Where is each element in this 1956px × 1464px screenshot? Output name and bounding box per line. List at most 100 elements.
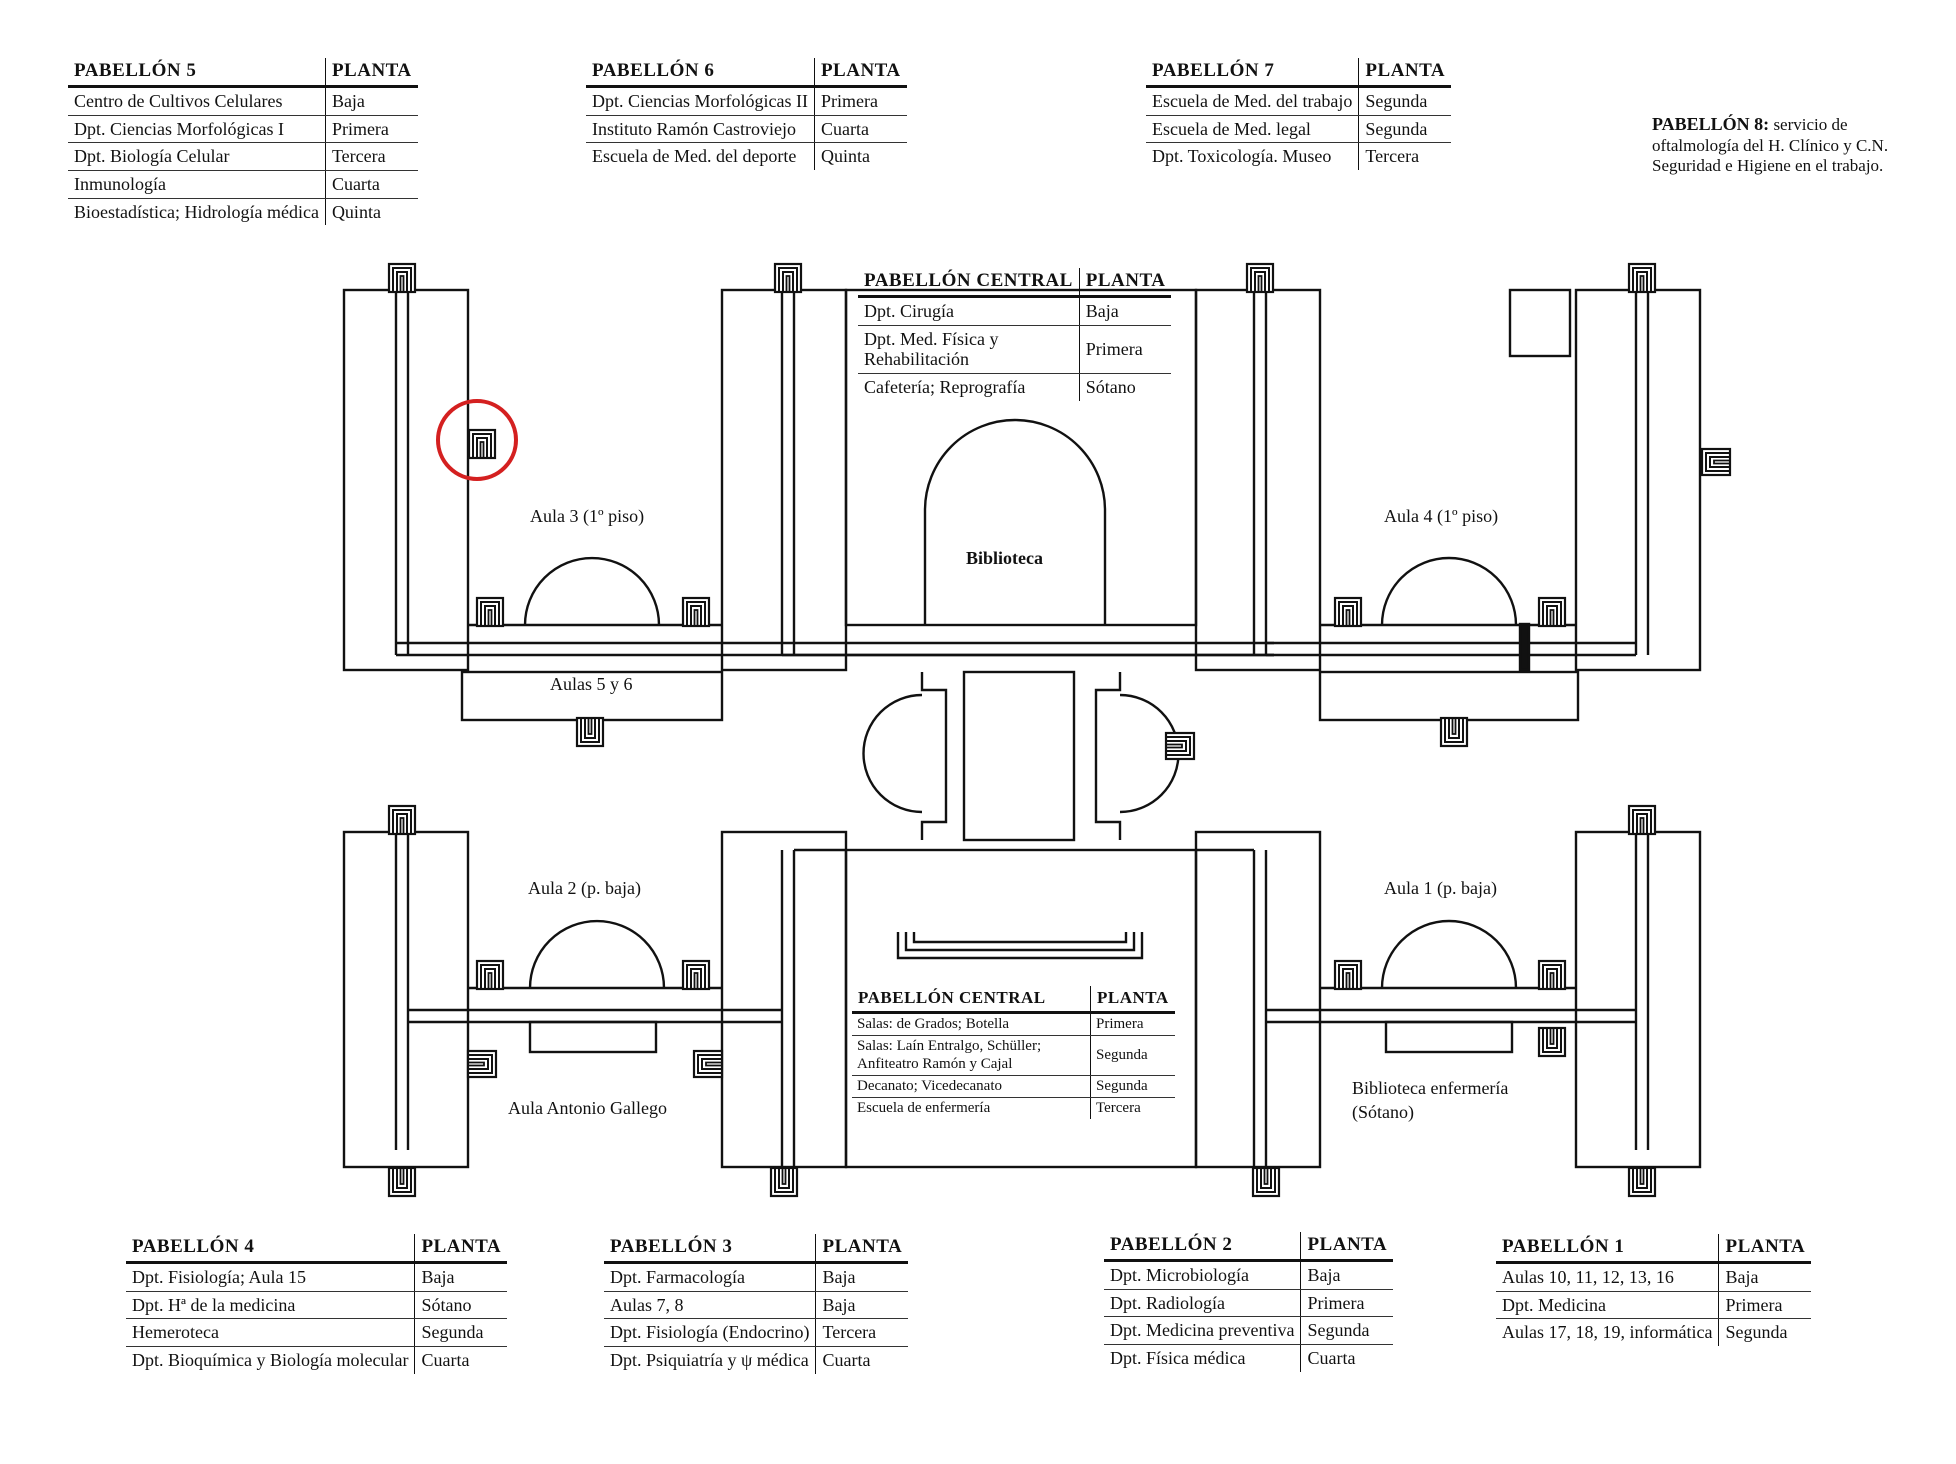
table-col-header: PLANTA	[1718, 1234, 1812, 1264]
table-row: Dpt. Física médica Cuarta	[1104, 1344, 1394, 1372]
dept-cell: Instituto Ramón Castroviejo	[586, 115, 815, 144]
label-biblioteca-enfermeria-sotano: (Sótano)	[1352, 1102, 1414, 1122]
dept-cell: Centro de Cultivos Celulares	[68, 86, 326, 116]
label-biblioteca-enfermeria: Biblioteca enfermería	[1352, 1078, 1509, 1098]
table-col-header: PLANTA	[324, 58, 418, 88]
table-title: PABELLÓN 2	[1104, 1232, 1301, 1262]
dept-cell: Dpt. Psiquiatría y ψ médica	[610, 1350, 809, 1371]
dept-cell: Dpt. Bioquímica y Biología molecular	[132, 1350, 409, 1371]
table-row: Dpt. Fisiología (Endocrino)Tercera	[604, 1318, 909, 1348]
table-col-header: PLANTA	[813, 58, 907, 88]
floor-cell: Cuarta	[1300, 1344, 1394, 1372]
dept-cell: Escuela de enfermería	[857, 1100, 991, 1116]
table-row: Dpt. Psiquiatría y ψ médica Cuarta	[604, 1346, 909, 1374]
table-col-header: PLANTA	[1300, 1232, 1394, 1262]
floor-cell: Primera	[324, 115, 418, 144]
floor-cell: Segunda	[1089, 1035, 1175, 1076]
floor-cell: Primera	[1089, 1012, 1175, 1037]
dept-cell: Salas: Laín Entralgo, Schüller; Anfiteat…	[852, 1035, 1091, 1076]
floor-cell: Cuarta	[815, 1346, 909, 1374]
floor-cell: Segunda	[1358, 115, 1452, 144]
table-col-header: PLANTA	[414, 1234, 508, 1264]
label-biblioteca: Biblioteca	[966, 548, 1043, 568]
dept-cell: Dpt. Hª de la medicina	[126, 1291, 415, 1320]
floor-cell: Cuarta	[813, 115, 907, 144]
floor-cell: Tercera	[1089, 1097, 1175, 1120]
label-aula-2: Aula 2 (p. baja)	[528, 878, 641, 898]
table-title: PABELLÓN CENTRAL	[858, 268, 1080, 298]
dept-cell: Dpt. Fisiología; Aula 15	[126, 1262, 415, 1292]
floor-cell: Sótano	[1078, 373, 1172, 401]
dept-cell: Dpt. Ciencias Morfológicas I	[68, 115, 326, 144]
dept-cell: Dpt. Física médica	[1110, 1348, 1246, 1369]
table-pabellon-6: PABELLÓN 6 PLANTA Dpt. Ciencias Morfológ…	[586, 58, 907, 171]
dept-cell: Dpt. Fisiología (Endocrino)	[604, 1318, 816, 1348]
table-row: Salas: Laín Entralgo, Schüller; Anfiteat…	[852, 1035, 1175, 1076]
floor-cell: Tercera	[1358, 142, 1452, 171]
dept-cell: Dpt. Biología Celular	[68, 142, 326, 172]
dept-cell: Dpt. Cirugía	[858, 296, 1080, 326]
table-row: Dpt. Toxicología. Museo Tercera	[1146, 142, 1452, 171]
dept-cell: Dpt. Ciencias Morfológicas II	[586, 86, 815, 116]
floor-cell: Segunda	[1300, 1316, 1394, 1346]
table-title: PABELLÓN 7	[1146, 58, 1359, 88]
table-col-header: PLANTA	[815, 1234, 909, 1264]
dept-cell: Salas: de Grados; Botella	[852, 1012, 1091, 1037]
floor-cell: Segunda	[1089, 1075, 1175, 1099]
table-title: PABELLÓN 5	[68, 58, 326, 88]
floor-cell: Baja	[1078, 296, 1172, 326]
dept-cell: Aulas 10, 11, 12, 13, 16	[1496, 1262, 1719, 1292]
table-row: Escuela de enfermería Tercera	[852, 1097, 1175, 1120]
label-aula-3: Aula 3 (1º piso)	[530, 506, 645, 526]
floor-cell: Segunda	[1358, 86, 1452, 116]
floor-cell: Baja	[815, 1262, 909, 1292]
highlight-circle	[436, 399, 518, 481]
dept-cell: Dpt. Farmacología	[604, 1262, 816, 1292]
table-pabellon-central-bottom: PABELLÓN CENTRAL PLANTA Salas: de Grados…	[852, 986, 1175, 1120]
floor-cell: Quinta	[813, 142, 907, 171]
floor-cell: Baja	[414, 1262, 508, 1292]
note-title: PABELLÓN 8:	[1652, 114, 1770, 134]
floor-cell: Baja	[1718, 1262, 1812, 1292]
dept-cell: Dpt. Medicina	[1496, 1291, 1719, 1320]
table-title: PABELLÓN CENTRAL	[852, 986, 1091, 1014]
floor-cell: Primera	[1718, 1291, 1812, 1320]
floor-cell: Baja	[815, 1291, 909, 1320]
label-aulas-5-6: Aulas 5 y 6	[550, 674, 633, 694]
dept-cell: Aulas 7, 8	[604, 1291, 816, 1320]
dept-cell: Dpt. Toxicología. Museo	[1152, 146, 1332, 167]
dept-cell: Aulas 17, 18, 19, informática	[1502, 1322, 1713, 1343]
dept-cell: Escuela de Med. del deporte	[592, 146, 797, 167]
floor-cell: Baja	[1300, 1260, 1394, 1290]
dept-cell: Bioestadística; Hidrología médica	[74, 201, 319, 222]
dept-cell: Dpt. Med. Física y Rehabilitación	[858, 325, 1080, 375]
table-pabellon-5: PABELLÓN 5 PLANTA Centro de Cultivos Cel…	[68, 58, 418, 226]
table-title: PABELLÓN 1	[1496, 1234, 1719, 1264]
table-title: PABELLÓN 6	[586, 58, 815, 88]
dept-cell: Inmunología	[68, 170, 326, 199]
floor-cell: Quinta	[324, 198, 418, 226]
table-pabellon-1: PABELLÓN 1 PLANTA Aulas 10, 11, 12, 13, …	[1496, 1234, 1812, 1347]
table-col-header: PLANTA	[1078, 268, 1172, 298]
